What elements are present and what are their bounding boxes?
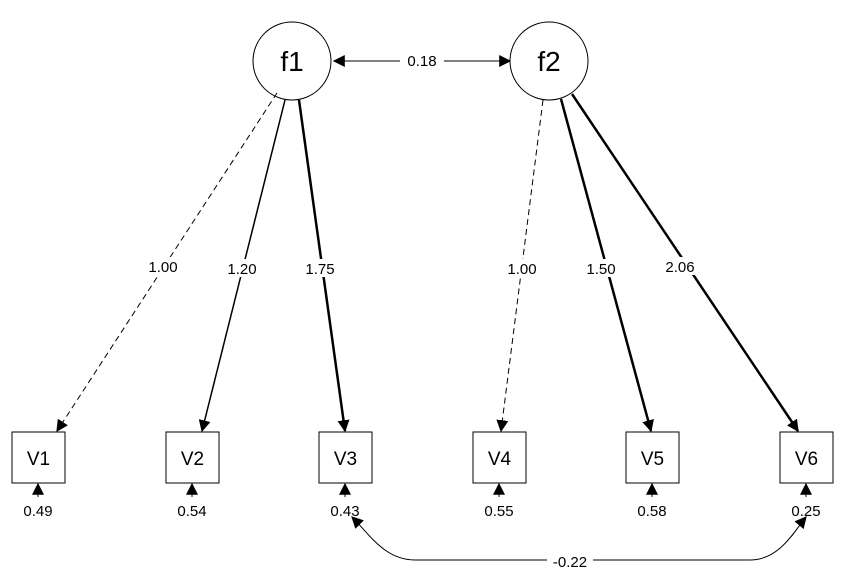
- error-term-v5: 0.58: [637, 482, 667, 520]
- loading-f1-v1: 1.00: [56, 92, 278, 433]
- factor-f1: f1: [252, 21, 332, 101]
- error-variance-value: 0.55: [484, 503, 513, 520]
- loading-value: 1.20: [227, 261, 256, 278]
- loading-value: 1.00: [148, 259, 177, 276]
- factor-label: f2: [537, 46, 560, 77]
- variable-label: V5: [641, 449, 664, 470]
- factor-label: f1: [280, 46, 303, 77]
- error-variance-value: 0.49: [23, 503, 52, 520]
- variable-label: V3: [334, 449, 357, 470]
- variable-v1: V1: [11, 431, 66, 484]
- error-term-v2: 0.54: [177, 482, 207, 520]
- error-variance-value: 0.54: [177, 503, 206, 520]
- error-variance-value: 0.58: [637, 503, 666, 520]
- variable-v4: V4: [472, 431, 527, 484]
- variable-v5: V5: [625, 431, 680, 484]
- error-term-v1: 0.49: [23, 482, 53, 520]
- variable-v2: V2: [165, 431, 220, 484]
- factor-f2: f2: [509, 21, 589, 101]
- loading-f2-v5: 1.50: [559, 98, 654, 433]
- factor-covariance: 0.18: [332, 52, 512, 70]
- variable-label: V2: [181, 449, 204, 470]
- error-variance-value: 0.25: [791, 503, 820, 520]
- error-term-v6: 0.25: [791, 482, 821, 520]
- loading-f2-v4: 1.00: [496, 99, 544, 433]
- loading-value: 1.00: [507, 261, 536, 278]
- loading-value: 1.50: [586, 261, 615, 278]
- loading-value: 1.75: [305, 261, 334, 278]
- variable-label: V6: [795, 449, 818, 470]
- error-term-v4: 0.55: [484, 482, 514, 520]
- error-covariance-value: -0.22: [553, 554, 587, 571]
- loading-f1-v3: 1.75: [297, 99, 350, 433]
- variable-v3: V3: [318, 431, 373, 484]
- variable-label: V1: [27, 449, 50, 470]
- variable-v6: V6: [779, 431, 834, 484]
- error-term-v3: 0.43: [330, 482, 360, 520]
- loading-f2-v6: 2.06: [570, 93, 800, 432]
- error-variance-value: 0.43: [330, 503, 359, 520]
- factor-covariance-value: 0.18: [407, 53, 436, 70]
- loading-f1-v2: 1.20: [198, 99, 286, 433]
- error-covariance: -0.22: [351, 516, 807, 571]
- loading-value: 2.06: [665, 259, 694, 276]
- variable-label: V4: [488, 449, 512, 470]
